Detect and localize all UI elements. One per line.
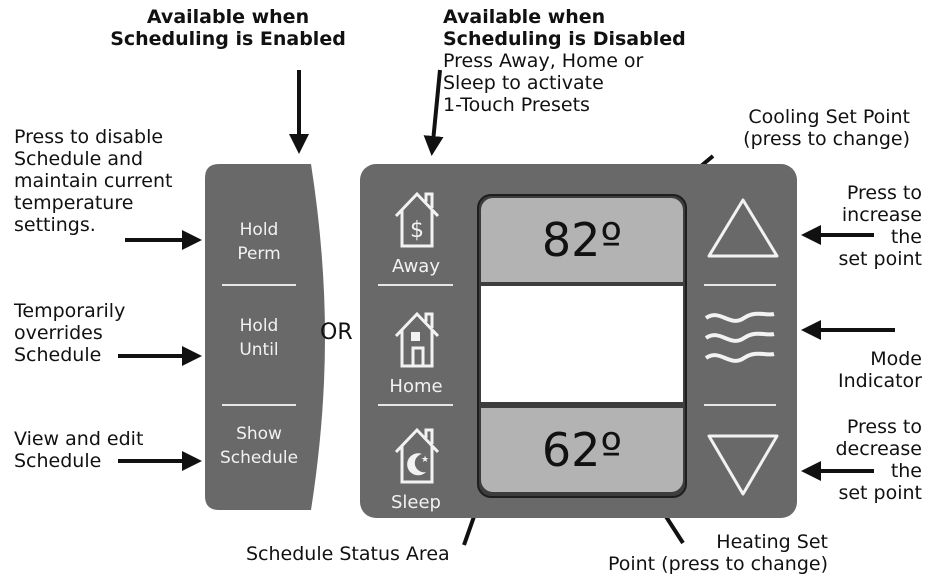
mode-indicator-icon: [704, 311, 775, 363]
away-preset-button[interactable]: $ Away: [372, 178, 460, 288]
arrow-disabled: [423, 69, 444, 156]
increase-callout: Press to increase the set point: [838, 182, 922, 270]
svg-text:$: $: [410, 218, 424, 243]
schedule-status-area: [481, 286, 683, 402]
mode-divider: [704, 404, 776, 406]
decrease-callout: Press to decrease the set point: [835, 416, 922, 504]
house-icon: [394, 311, 440, 368]
house-moon-icon: ★: [394, 427, 440, 484]
preset-divider: [378, 404, 453, 406]
home-preset-button[interactable]: Home: [372, 298, 460, 408]
hold-perm-callout: Press to disable Schedule and maintain c…: [14, 126, 173, 236]
cooling-callout: Cooling Set Point (press to change): [743, 106, 910, 150]
away-label: Away: [392, 256, 440, 277]
preset-divider: [378, 284, 453, 286]
sleep-label: Sleep: [390, 492, 441, 513]
sleep-preset-button[interactable]: ★ Sleep: [372, 414, 460, 524]
schedule-panel: Hold Perm Hold Until Show Schedule: [205, 164, 325, 510]
cooling-set-point[interactable]: 82º: [481, 198, 683, 282]
show-schedule-button[interactable]: Show Schedule: [219, 424, 299, 468]
schedule-panel-shape: [205, 164, 325, 510]
panel-divider: [222, 404, 296, 406]
hold-until-button[interactable]: Hold Until: [239, 316, 279, 360]
svg-text:★: ★: [421, 455, 429, 465]
heating-callout: Heating Set Point (press to change): [607, 531, 828, 575]
schedule-status-callout: Schedule Status Area: [246, 543, 450, 565]
hold-until-callout: Temporarily overrides Schedule: [14, 300, 126, 366]
thermostat-panel: $ Away Home ★ Sleep 82º 62º: [360, 164, 797, 518]
mode-divider: [704, 284, 776, 286]
disabled-heading: Available when Scheduling is Disabled Pr…: [443, 6, 686, 116]
mode-callout: Mode Indicator: [838, 348, 922, 392]
decrease-button[interactable]: [703, 428, 783, 502]
home-label: Home: [389, 376, 443, 397]
increase-button[interactable]: [703, 194, 783, 264]
enabled-heading: Available when Scheduling is Enabled: [110, 6, 346, 50]
panel-divider: [222, 284, 296, 286]
house-dollar-icon: $: [394, 191, 440, 248]
heating-set-point[interactable]: 62º: [481, 408, 683, 492]
display-screen: 82º 62º: [477, 194, 687, 498]
hold-perm-button[interactable]: Hold Perm: [237, 220, 281, 264]
or-label: OR: [320, 320, 353, 345]
show-schedule-callout: View and edit Schedule: [14, 428, 144, 472]
